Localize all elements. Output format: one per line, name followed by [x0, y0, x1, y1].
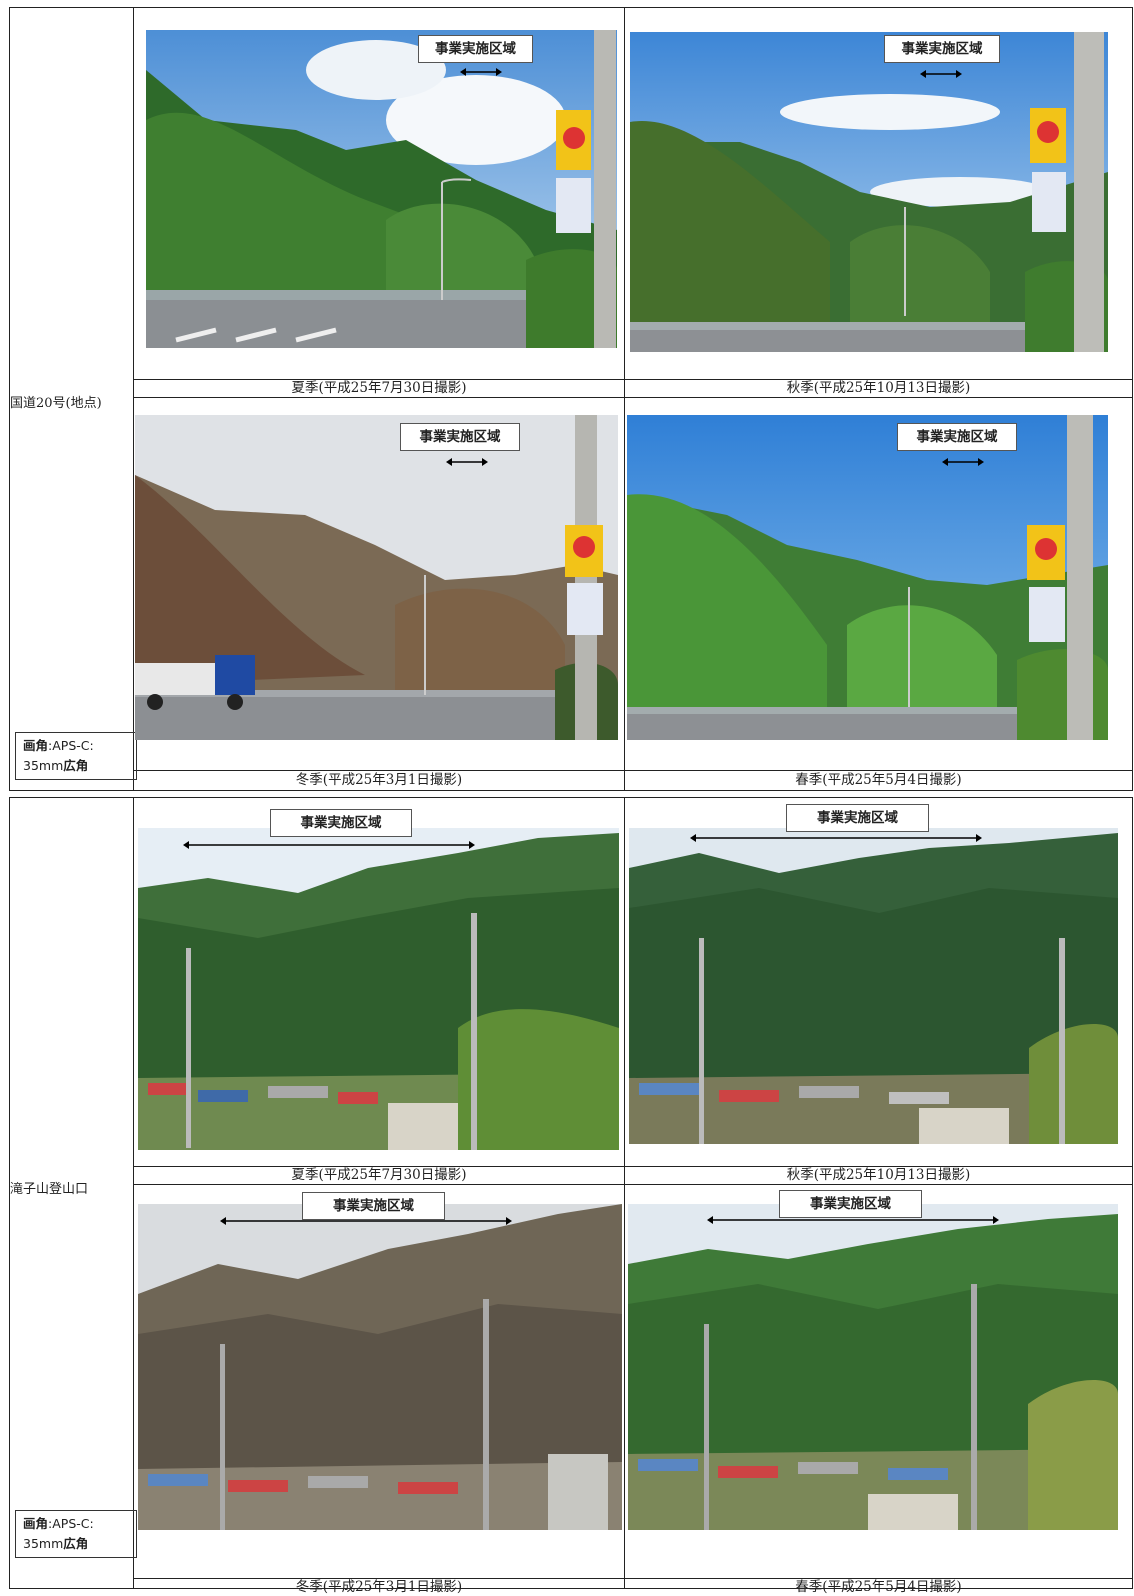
panel2-center-divider: [624, 797, 625, 1589]
photo-route20-winter: [135, 415, 618, 740]
photo-takigoyama-summer: [138, 828, 619, 1150]
panel1-row-divider-bottom: [133, 397, 1132, 398]
photo-takigoyama-autumn: [629, 828, 1118, 1144]
view-angle-box: 画角:APS-C: 35mm広角: [15, 1510, 137, 1558]
caption-route20-summer: 夏季(平成25年7月30日撮影): [291, 380, 467, 396]
panel2-caption-line: [133, 1578, 1132, 1579]
double-arrow-icon: [220, 1217, 512, 1225]
double-arrow-icon: [690, 834, 982, 842]
double-arrow-icon: [460, 68, 502, 76]
photo-route20-autumn: [630, 32, 1108, 352]
panel-route20: [9, 7, 1133, 791]
location-label-route20: 国道20号(地点): [10, 396, 102, 411]
area-label-takigoyama-autumn: 事業実施区域: [786, 804, 929, 832]
panel1-row-divider-top: [133, 379, 1132, 380]
photo-route20-spring: [627, 415, 1108, 740]
area-label-route20-summer: 事業実施区域: [418, 35, 533, 63]
double-arrow-icon: [920, 70, 962, 78]
panel1-center-divider: [624, 7, 625, 791]
area-label-route20-spring: 事業実施区域: [897, 423, 1017, 451]
caption-takigoyama-spring: 春季(平成25年5月4日撮影): [795, 1579, 962, 1595]
area-label-takigoyama-winter: 事業実施区域: [302, 1192, 445, 1220]
caption-route20-autumn: 秋季(平成25年10月13日撮影): [786, 380, 971, 396]
caption-takigoyama-autumn: 秋季(平成25年10月13日撮影): [786, 1167, 971, 1183]
caption-takigoyama-summer: 夏季(平成25年7月30日撮影): [291, 1167, 467, 1183]
photo-route20-summer: [146, 30, 617, 348]
panel1-label-divider: [133, 7, 134, 791]
caption-takigoyama-winter: 冬季(平成25年3月1日撮影): [295, 1579, 463, 1595]
panel2-row-divider-top: [133, 1166, 1132, 1167]
view-angle-box: 画角:APS-C: 35mm広角: [15, 732, 137, 780]
photo-takigoyama-winter: [138, 1204, 622, 1530]
double-arrow-icon: [446, 458, 488, 466]
caption-route20-spring: 春季(平成25年5月4日撮影): [795, 772, 962, 788]
double-arrow-icon: [707, 1216, 999, 1224]
area-label-takigoyama-spring: 事業実施区域: [779, 1190, 922, 1218]
area-label-route20-winter: 事業実施区域: [400, 423, 520, 451]
panel2-row-divider-bottom: [133, 1184, 1132, 1185]
area-label-route20-autumn: 事業実施区域: [884, 35, 1000, 63]
caption-route20-winter: 冬季(平成25年3月1日撮影): [295, 772, 463, 788]
panel2-label-divider: [133, 797, 134, 1589]
photo-takigoyama-spring: [628, 1204, 1118, 1530]
double-arrow-icon: [183, 841, 475, 849]
panel1-caption-line: [133, 770, 1132, 771]
location-label-takigoyama: 滝子山登山口: [10, 1182, 89, 1197]
area-label-takigoyama-summer: 事業実施区域: [270, 809, 412, 837]
double-arrow-icon: [942, 458, 984, 466]
